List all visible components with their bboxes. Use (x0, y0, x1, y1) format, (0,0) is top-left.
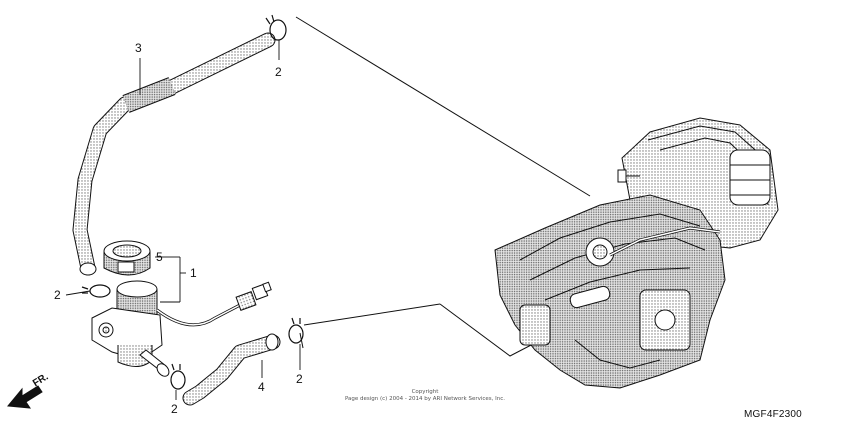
clamp-right (288, 317, 304, 344)
engine-assembly (494, 117, 779, 389)
part-1-solenoid-valve (91, 280, 272, 377)
leader-line-right-clamp (303, 303, 441, 326)
clamp-top (265, 14, 287, 41)
callout-2-left: 2 (54, 288, 61, 302)
callout-4: 4 (258, 380, 265, 394)
callout-3: 3 (135, 41, 142, 55)
callout-2-top: 2 (275, 65, 282, 79)
leader-lines (295, 16, 591, 357)
clamp-bottom (170, 363, 186, 390)
hose-4 (182, 333, 281, 406)
front-direction-arrow (7, 385, 43, 409)
callout-2-right: 2 (296, 372, 303, 386)
part-5-mount (103, 240, 151, 276)
engine-cylinder-head (494, 194, 726, 389)
clamp-left (81, 284, 111, 298)
callout-1: 1 (190, 266, 197, 280)
callout-leaders (65, 40, 301, 400)
callout-5: 5 (156, 250, 163, 264)
hose-3 (72, 32, 276, 276)
copyright-notice: Page design (c) 2004 - 2014 by ARI Netwo… (344, 396, 506, 402)
leader-line-top-clamp (295, 16, 591, 197)
diagram-part-code: MGF4F2300 (744, 409, 802, 420)
callout-2-bottom: 2 (171, 402, 178, 416)
copyright-title: Copyright (411, 389, 439, 395)
leader-2-left (65, 290, 91, 296)
